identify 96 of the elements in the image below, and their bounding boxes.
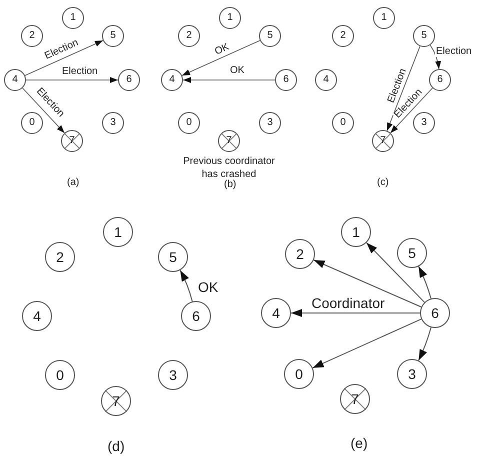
edge-label: OK	[197, 280, 220, 294]
process-number: 4	[323, 75, 329, 85]
process-number: 5	[267, 31, 273, 41]
process-circle	[413, 25, 435, 47]
process-circle	[103, 217, 133, 247]
process-number: 0	[295, 367, 303, 381]
edge-label: Election	[61, 67, 99, 77]
note-text: Previous coordinator has crashed	[182, 156, 276, 180]
process-circle	[4, 69, 26, 91]
arrow	[312, 318, 422, 368]
arrow	[24, 40, 104, 76]
process-number: 4	[33, 309, 41, 323]
process-number: 2	[56, 250, 64, 264]
process-circle	[62, 7, 84, 29]
process-number: 5	[408, 246, 416, 260]
process-circle	[285, 239, 315, 269]
process-circle	[219, 7, 241, 29]
arrow	[418, 266, 432, 300]
arrow	[386, 46, 420, 132]
panel-caption: (e)	[350, 436, 368, 450]
process-circle	[45, 242, 75, 272]
arrow	[182, 77, 276, 83]
arrow	[390, 88, 433, 134]
process-number: 6	[431, 306, 439, 320]
process-circle	[397, 359, 427, 389]
process-number: 7	[69, 136, 75, 146]
process-circle	[429, 69, 451, 91]
process-number: 3	[110, 118, 116, 128]
process-number: 3	[169, 368, 177, 382]
process-circle	[373, 7, 395, 29]
process-number: 2	[296, 247, 304, 261]
process-number: 6	[192, 309, 200, 323]
process-circle	[420, 298, 450, 328]
arrow	[180, 270, 193, 302]
process-circle	[161, 69, 183, 91]
process-number: 6	[283, 75, 289, 85]
process-number: 0	[186, 118, 192, 128]
arrow	[22, 88, 65, 134]
process-circle	[181, 301, 211, 331]
panel-caption: (c)	[377, 178, 389, 188]
process-circle	[178, 112, 200, 134]
panel-caption: (d)	[108, 439, 125, 453]
process-circle	[21, 25, 43, 47]
process-circle	[118, 69, 140, 91]
arrow	[366, 242, 425, 303]
process-number: 0	[56, 368, 64, 382]
process-number: 6	[126, 75, 132, 85]
process-number: 2	[29, 31, 35, 41]
process-number: 0	[340, 118, 346, 128]
arrow	[290, 309, 420, 317]
process-number: 4	[12, 75, 18, 85]
process-number: 2	[186, 31, 192, 41]
process-number: 7	[380, 136, 386, 146]
edge-label: OK	[229, 66, 246, 76]
process-circle	[102, 25, 124, 47]
process-circle	[102, 112, 124, 134]
process-circle	[332, 25, 354, 47]
process-circle	[178, 25, 200, 47]
arrow	[26, 77, 118, 83]
process-circle	[158, 242, 188, 272]
process-number: 3	[267, 118, 273, 128]
process-number: 5	[421, 31, 427, 41]
process-number: 6	[437, 75, 443, 85]
panel-caption: (a)	[67, 178, 80, 188]
process-number: 1	[352, 225, 360, 239]
process-number: 4	[169, 75, 175, 85]
process-number: 1	[70, 13, 76, 23]
process-number: 5	[110, 31, 116, 41]
panel-caption: (b)	[224, 180, 236, 190]
process-circle	[22, 301, 52, 331]
process-number: 3	[408, 367, 416, 381]
process-number: 0	[29, 118, 35, 128]
process-number: 1	[227, 13, 233, 23]
process-number: 7	[226, 136, 232, 146]
process-circle	[275, 69, 297, 91]
arrow	[182, 40, 260, 76]
process-circle	[315, 69, 337, 91]
process-circle	[397, 238, 427, 268]
process-circle	[261, 298, 291, 328]
process-number: 1	[114, 225, 122, 239]
process-circle	[158, 360, 188, 390]
arrow	[313, 260, 422, 308]
edge-label: Coordinator	[310, 296, 386, 310]
process-number: 2	[340, 31, 346, 41]
edge-label: Election	[435, 47, 473, 57]
process-circle	[341, 217, 371, 247]
process-circle	[284, 359, 314, 389]
arrow	[418, 327, 432, 361]
process-number: 4	[272, 306, 280, 320]
process-circle	[259, 25, 281, 47]
process-circle	[45, 360, 75, 390]
process-number: 5	[169, 250, 177, 264]
process-circle	[259, 112, 281, 134]
arrow	[430, 44, 441, 70]
process-circle	[332, 112, 354, 134]
process-number: 1	[381, 13, 387, 23]
